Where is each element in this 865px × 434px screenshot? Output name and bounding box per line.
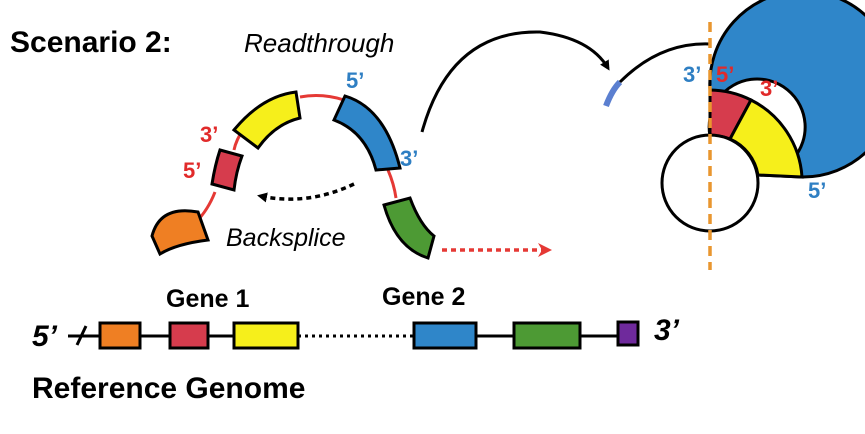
blue-exon-five-prime-label: 5’ <box>346 68 364 93</box>
exon-yellow-genome <box>232 321 300 350</box>
circle-blue-strand-fragment <box>603 79 623 108</box>
genome-break-mark <box>75 325 88 346</box>
circle-red-three-prime-label: 3’ <box>760 76 778 101</box>
linker-yellow-blue <box>299 94 345 102</box>
gene2-label: Gene 2 <box>382 283 465 311</box>
exon-red-genome <box>168 321 210 350</box>
linker-blue-green <box>386 169 398 199</box>
readthrough-label: Readthrough <box>244 28 394 58</box>
exon-purple-genome <box>616 320 640 347</box>
circle-blue-five-prime-label: 5’ <box>808 178 826 203</box>
exon-blue-transcript <box>331 94 402 172</box>
reference-genome-label: Reference Genome <box>32 372 305 405</box>
gene1-label: Gene 1 <box>166 285 249 313</box>
exon-blue-genome <box>412 321 478 350</box>
genome-five-prime-label: 5’ <box>32 320 58 353</box>
blue-exon-three-prime-label: 3’ <box>400 146 418 171</box>
backsplice-label: Backsplice <box>226 224 346 252</box>
genome-three-prime-label: 3’ <box>654 314 680 347</box>
red-exon-five-prime-label: 5’ <box>183 158 201 183</box>
exon-green-transcript <box>382 196 436 260</box>
circle-outer-black-strand <box>618 42 711 84</box>
circle-blue-three-prime-label: 3’ <box>683 62 701 87</box>
readthrough-curved-arrow <box>420 30 610 133</box>
circle-blue-exon <box>707 0 865 179</box>
exon-green-genome <box>512 321 582 350</box>
exon-orange-genome <box>98 321 142 350</box>
circle-red-five-prime-label: 5’ <box>716 62 734 87</box>
exon-yellow-transcript <box>231 90 302 151</box>
exon-orange-transcript <box>150 209 211 257</box>
backsplice-arrow <box>257 182 355 203</box>
scenario-title: Scenario 2: <box>10 26 172 59</box>
red-exon-three-prime-label: 3’ <box>200 122 218 147</box>
exon-red-transcript <box>210 148 244 192</box>
